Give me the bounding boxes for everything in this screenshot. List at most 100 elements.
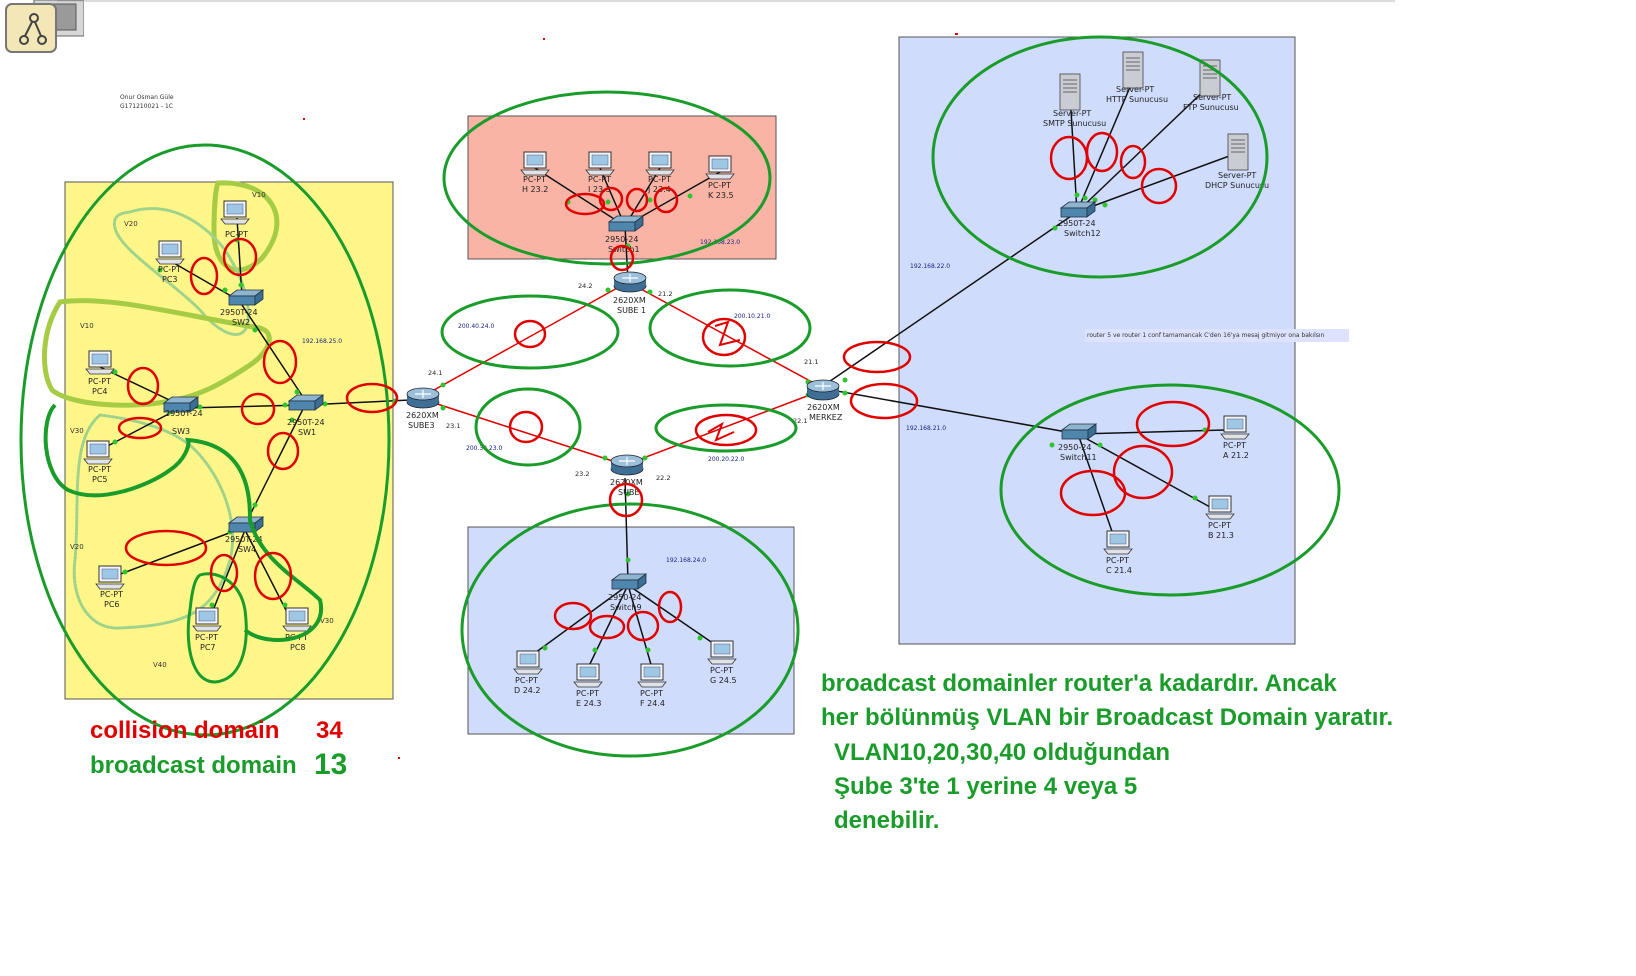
bd-sube-ellipse — [460, 502, 800, 758]
pc-a-type-label: PC-PT — [1223, 441, 1246, 450]
router-sube3-name-label: SUBE3 — [408, 421, 435, 430]
pc-k-name-label: K 23.5 — [708, 191, 734, 200]
broadcast-domain-marks — [19, 35, 1341, 758]
bd-merkez-lan-ellipse — [999, 383, 1341, 597]
ftp-type-label: Server-PT — [1193, 93, 1231, 102]
switch1-device[interactable] — [608, 215, 644, 232]
sw4-device[interactable] — [228, 516, 264, 533]
ip-e-label: 21.1 — [804, 358, 818, 366]
sw1-model-label: 2950T-24 — [287, 418, 325, 427]
smtp-server-device[interactable] — [1059, 73, 1081, 111]
dhcp-type-label: Server-PT — [1218, 171, 1256, 180]
router-sube1-name-label: SUBE 1 — [617, 306, 646, 315]
pc-c-device[interactable] — [1103, 530, 1133, 555]
pc2-type-label: PC-PT — [225, 230, 248, 239]
canvas-specks — [303, 33, 958, 759]
app-logo-icon — [4, 0, 85, 57]
pc-g-device[interactable] — [707, 640, 737, 665]
pc-h-device[interactable] — [520, 151, 550, 176]
net-24-label: 192.168.24.0 — [666, 557, 706, 564]
sw2-name-label: SW2 — [232, 318, 250, 327]
collision-domain-marks — [117, 131, 1211, 642]
wan-w4-label: 200.20.22.0 — [708, 456, 744, 463]
pc6-device[interactable] — [95, 565, 125, 590]
vlan-v10b-label: V10 — [80, 322, 94, 330]
pc-g-type-label: PC-PT — [710, 666, 733, 675]
pc3-name-label: PC3 — [162, 275, 178, 284]
pc-i-device[interactable] — [585, 151, 615, 176]
router-sube3-device[interactable] — [406, 387, 440, 409]
wan-links — [424, 281, 824, 466]
pc-e-device[interactable] — [573, 663, 603, 688]
switch11-device[interactable] — [1061, 423, 1097, 440]
note-line-2: her bölünmüş VLAN bir Broadcast Domain y… — [821, 704, 1394, 731]
note-line-1: broadcast domainler router'a kadardır. A… — [821, 670, 1337, 697]
pc5-type-label: PC-PT — [88, 465, 111, 474]
note-line-3: VLAN10,20,30,40 olduğundan — [834, 739, 1171, 766]
pc8-name-label: PC8 — [290, 643, 306, 652]
pc2-device[interactable] — [220, 200, 250, 225]
pc-a-device[interactable] — [1220, 415, 1250, 440]
pc-f-name-label: F 24.4 — [640, 699, 665, 708]
pc-k-device[interactable] — [705, 155, 735, 180]
pc-b-device[interactable] — [1205, 495, 1235, 520]
pc-k-type-label: PC-PT — [708, 181, 731, 190]
ip-f-label: 22.1 — [793, 417, 807, 425]
pc-f-device[interactable] — [637, 663, 667, 688]
pc8-device[interactable] — [282, 607, 312, 632]
sw1-device[interactable] — [288, 394, 324, 411]
router-sube-device[interactable] — [610, 454, 644, 476]
net-23-label: 192.168.23.0 — [700, 239, 740, 246]
pc-c-type-label: PC-PT — [1106, 556, 1129, 565]
pc-j-type-label: PC-PT — [648, 175, 671, 184]
switch9-name-label: Switch9 — [610, 603, 642, 612]
pc-a-name-label: A 21.2 — [1223, 451, 1249, 460]
switch12-device[interactable] — [1060, 201, 1096, 218]
router-sube-model-label: 2620XM — [610, 478, 643, 487]
vlan-v30b-label: V30 — [320, 617, 334, 625]
sube-area — [467, 526, 795, 735]
collision-legend-label: collision domain — [90, 717, 280, 744]
vlan-v20a-label: V20 — [124, 220, 138, 228]
vlan-sketches — [41, 180, 280, 630]
router-merkez-model-label: 2620XM — [807, 403, 840, 412]
net-22-label: 192.168.22.0 — [910, 263, 950, 270]
dhcp-server-device[interactable] — [1227, 133, 1249, 171]
http-type-label: Server-PT — [1116, 85, 1154, 94]
router-sube1-model-label: 2620XM — [613, 296, 646, 305]
switch9-device[interactable] — [611, 573, 647, 590]
pc-i-type-label: PC-PT — [588, 175, 611, 184]
pc-d-device[interactable] — [513, 650, 543, 675]
ip-h-label: 22.2 — [656, 474, 670, 482]
vlan-v30a-label: V30 — [70, 427, 84, 435]
http-server-device[interactable] — [1122, 51, 1144, 89]
pc5-device[interactable] — [83, 440, 113, 465]
pc6-name-label: PC6 — [104, 600, 120, 609]
author-name: Onur Osman Güle — [120, 94, 174, 101]
pc-h-type-label: PC-PT — [523, 175, 546, 184]
broadcast-legend-value: 13 — [314, 748, 348, 781]
bd-sube3-ellipse — [19, 143, 391, 737]
pc7-device[interactable] — [192, 607, 222, 632]
pc-j-device[interactable] — [645, 151, 675, 176]
pc6-type-label: PC-PT — [100, 590, 123, 599]
bd-servers-ellipse — [931, 35, 1269, 279]
pc-d-type-label: PC-PT — [515, 676, 538, 685]
sw1-name-label: SW1 — [298, 428, 316, 437]
pc-e-name-label: E 24.3 — [576, 699, 601, 708]
pc4-device[interactable] — [85, 350, 115, 375]
ip-a-label: 24.1 — [428, 369, 442, 377]
router-sube1-device[interactable] — [613, 271, 647, 293]
net-21-label: 192.168.21.0 — [906, 425, 946, 432]
wan-w2-label: 200.10.21.0 — [734, 313, 770, 320]
pc-f-type-label: PC-PT — [640, 689, 663, 698]
router-merkez-device[interactable] — [806, 379, 840, 401]
pc-h-name-label: H 23.2 — [522, 185, 548, 194]
author-id: G171210021 - 1C — [120, 103, 173, 110]
sw4-name-label: SW4 — [238, 545, 256, 554]
pc3-device[interactable] — [155, 240, 185, 265]
bd-sube1-ellipse — [442, 90, 772, 266]
sw2-device[interactable] — [228, 289, 264, 306]
bd-w1-ellipse — [440, 294, 620, 370]
